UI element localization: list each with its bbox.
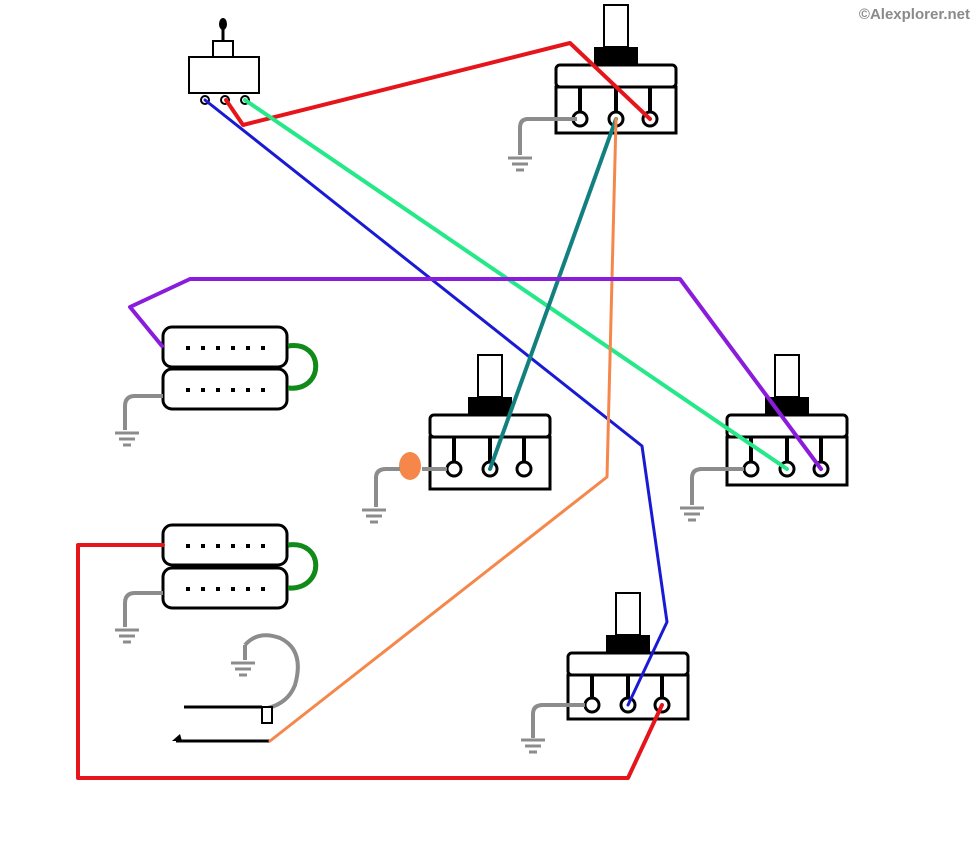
wire-purple bbox=[128, 277, 823, 471]
capacitor bbox=[399, 452, 421, 480]
toggle-switch-body bbox=[188, 56, 260, 94]
wire-teal bbox=[488, 117, 618, 471]
wire-orange bbox=[268, 117, 618, 743]
toggle-switch-tip bbox=[219, 18, 227, 30]
pot-lug bbox=[515, 460, 533, 478]
wire-red-bottom bbox=[76, 543, 664, 780]
coil-link bbox=[287, 542, 319, 591]
wires bbox=[76, 41, 823, 780]
pot-lug bbox=[583, 696, 601, 714]
coil-link bbox=[287, 343, 319, 391]
toggle-switch bbox=[188, 18, 260, 105]
wire-red-top bbox=[224, 41, 652, 127]
output-jack bbox=[172, 633, 300, 743]
pot-lug bbox=[742, 460, 760, 478]
wire-blue bbox=[203, 98, 669, 707]
humbucker-bridge bbox=[113, 523, 319, 644]
humbucker-neck bbox=[113, 325, 319, 447]
toggle-switch-nut bbox=[212, 40, 234, 58]
pot-middle bbox=[360, 354, 552, 524]
pot-lug bbox=[445, 460, 463, 478]
pot-bottom bbox=[519, 592, 690, 754]
pot-top bbox=[506, 4, 678, 172]
pot-right bbox=[678, 354, 849, 522]
copyright-credit: ©Alexplorer.net bbox=[858, 6, 970, 23]
wire-mint bbox=[243, 98, 789, 471]
